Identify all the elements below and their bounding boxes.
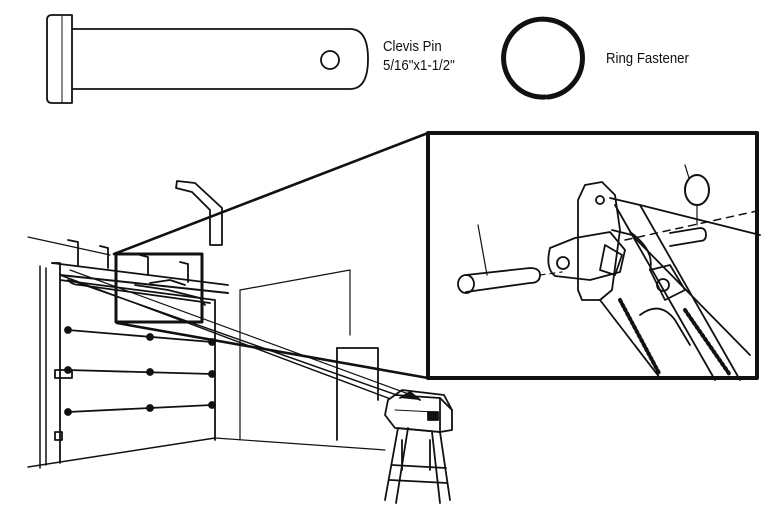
ring-fastener-label: Ring Fastener [606,50,689,67]
zoom-callout-lines [112,131,430,380]
detail-inset [426,131,761,381]
ring-fastener-drawing [501,16,585,100]
clevis-pin-label: Clevis Pin [383,38,442,55]
inset-ring-fastener [684,174,710,206]
garage-scene [27,180,453,504]
clevis-pin-hole [320,50,340,70]
clevis-pin-drawing [46,14,369,104]
clevis-pin-size-label: 5/16"x1-1/2" [383,57,455,74]
